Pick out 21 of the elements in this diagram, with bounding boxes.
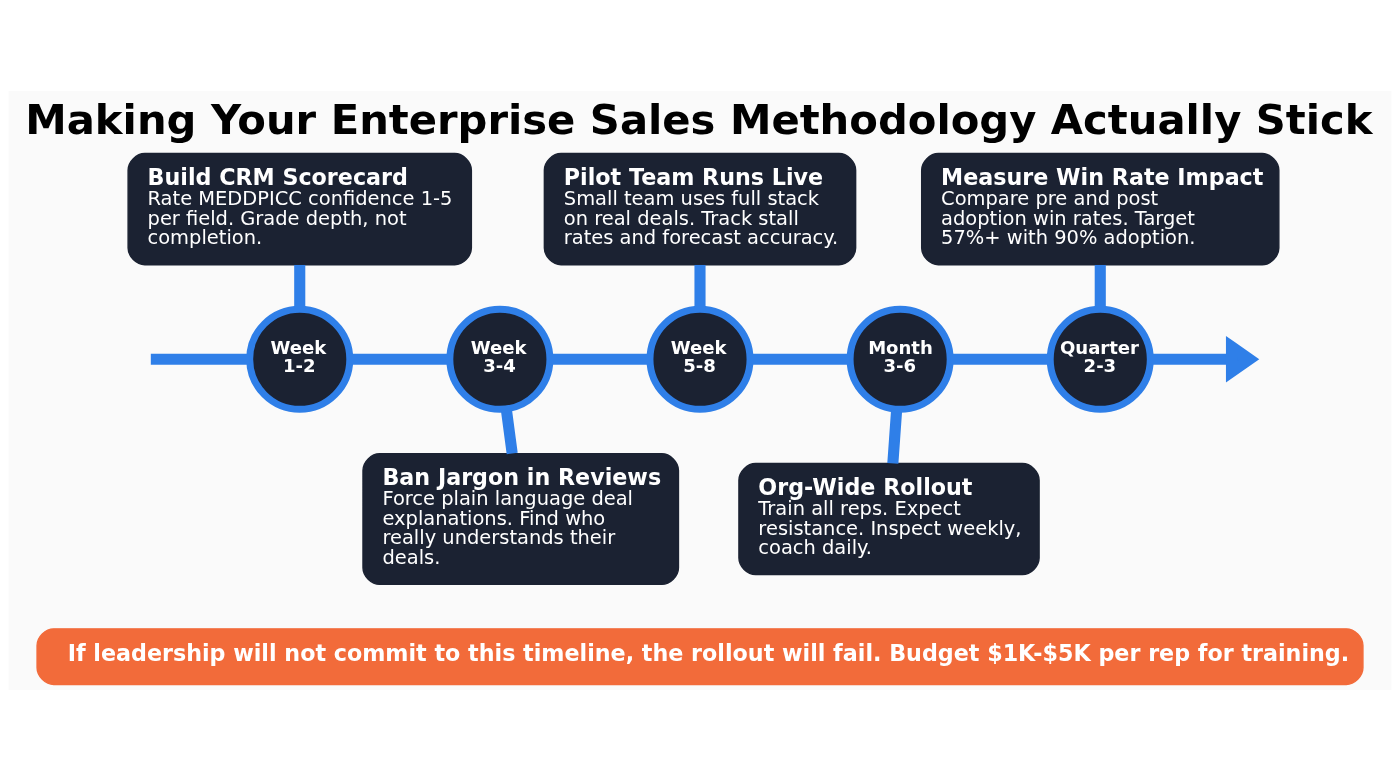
node-circle: Month 3-6 <box>846 305 954 413</box>
node-box: Measure Win Rate Impact Compare pre and post adoption win rates. Target 57%+ with 90% adoption. <box>920 152 1280 266</box>
connector <box>750 353 850 365</box>
connector <box>294 264 306 309</box>
node-box: Pilot Team Runs Live Small team uses full stack on real deals. Track stall rates and forecast accuracy. <box>543 152 857 266</box>
node-box: Ban Jargon in Reviews Force plain language deal explanations. Find who really understands their deals. <box>362 453 680 586</box>
node-circle: Quarter 2-3 <box>1046 305 1154 413</box>
node-box: Org-Wide Rollout Train all reps. Expect resistance. Inspect weekly, coach daily. <box>738 462 1040 576</box>
connector <box>950 353 1050 365</box>
node-circle: Week 1-2 <box>246 305 354 413</box>
node-circle: Week 3-4 <box>446 305 554 413</box>
diagram-title: Making Your Enterprise Sales Methodology Actually Stick <box>25 95 1373 145</box>
connector <box>887 409 903 464</box>
node-box: Build CRM Scorecard Rate MEDDPICC confidence 1-5 per field. Grade depth, not completion. <box>127 152 473 266</box>
node-circle: Week 5-8 <box>646 305 754 413</box>
connector <box>694 264 706 309</box>
connector <box>500 408 518 455</box>
connector <box>1094 264 1106 309</box>
arrow <box>1150 335 1260 383</box>
node-box: If leadership will not commit to this timeline, the rollout will fail. Budget $1K-$5K per rep for training. <box>36 628 1364 686</box>
connector <box>150 353 250 365</box>
